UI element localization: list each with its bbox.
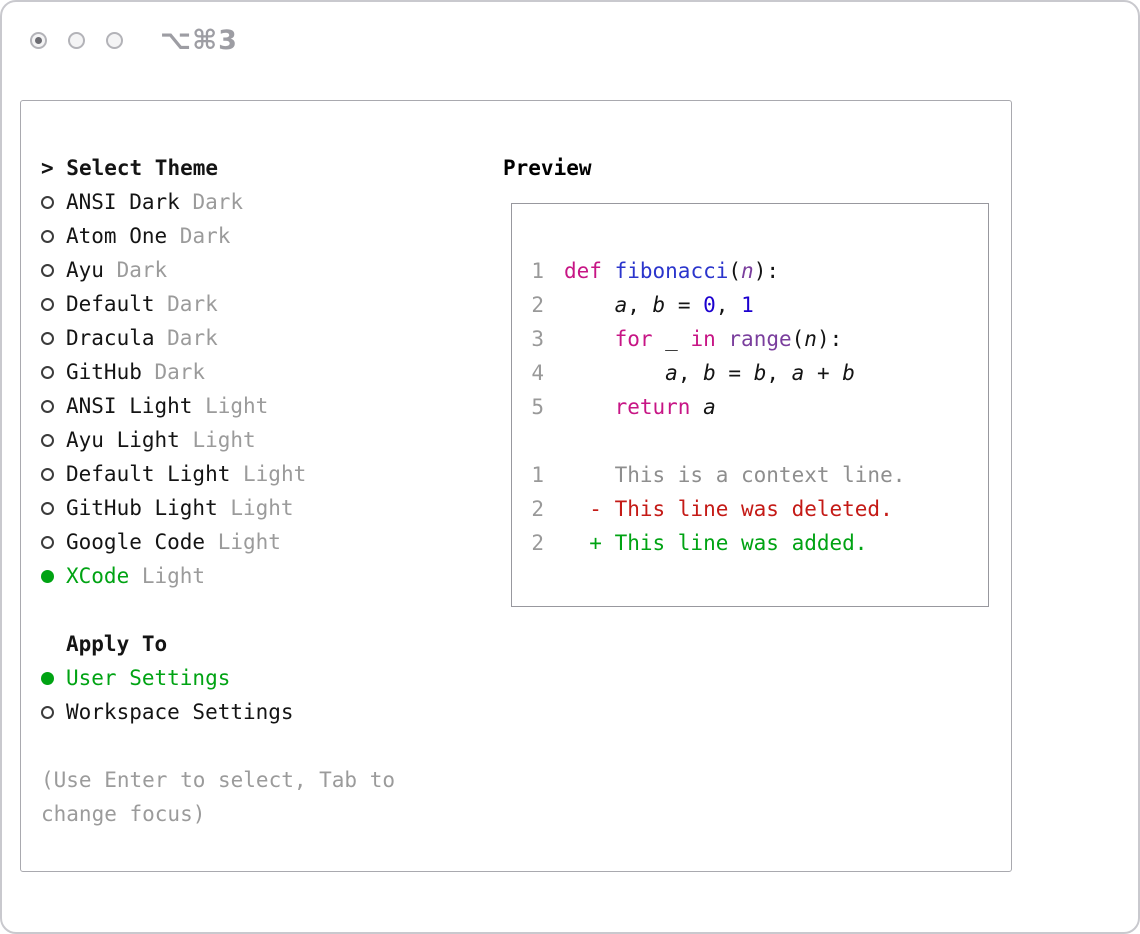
titlebar: ⌥⌘3 (30, 25, 238, 56)
code-content: def fibonacci(n): (564, 259, 779, 283)
code-line: 2 + This line was added. (530, 526, 988, 560)
theme-option-default-light[interactable]: Default Light Light (41, 457, 486, 491)
theme-variant: Dark (154, 326, 218, 350)
theme-variant: Light (129, 564, 206, 588)
theme-option-ansi-dark[interactable]: ANSI Dark Dark (41, 185, 486, 219)
apply-option-label: Workspace Settings (66, 700, 294, 724)
radio-icon (41, 229, 54, 243)
theme-option-github[interactable]: GitHub Dark (41, 355, 486, 389)
code-line: 1 def fibonacci(n): (530, 254, 988, 288)
line-number: 1 (531, 463, 544, 487)
line-number: 2 (531, 293, 544, 317)
line-number (530, 424, 544, 458)
theme-variant: Light (230, 462, 307, 486)
theme-option-ansi-light[interactable]: ANSI Light Light (41, 389, 486, 423)
theme-name: XCode (66, 564, 130, 588)
theme-name: ANSI Light (66, 394, 193, 418)
apply-to-title: Apply To (66, 632, 168, 656)
window-control-icon[interactable] (106, 31, 123, 49)
theme-name: Ayu Light (66, 428, 180, 452)
theme-variant: Dark (154, 292, 218, 316)
theme-option-ayu-light[interactable]: Ayu Light Light (41, 423, 486, 457)
code-content: return a (614, 395, 716, 419)
theme-variant: Dark (141, 360, 206, 384)
window-control-active-icon[interactable] (30, 31, 47, 49)
apply-option-workspace-settings[interactable]: Workspace Settings (41, 695, 486, 729)
code-content: for _ in range(n): (614, 327, 843, 351)
code-line: 3 for _ in range(n): (530, 322, 988, 356)
line-number: 4 (531, 361, 544, 385)
theme-variant: Light (179, 428, 256, 452)
theme-option-google-code[interactable]: Google Code Light (41, 525, 486, 559)
radio-icon (41, 467, 54, 481)
apply-option-user-settings[interactable]: User Settings (41, 661, 486, 695)
radio-icon (41, 705, 54, 719)
code-line: 5 return a (530, 390, 988, 424)
code-line: 2 a, b = 0, 1 (530, 288, 988, 322)
line-number: 2 (531, 497, 544, 521)
code-content: a, b = b, a + b (665, 361, 855, 385)
radio-icon (41, 297, 54, 311)
radio-icon (41, 399, 54, 413)
theme-option-atom-one[interactable]: Atom One Dark (41, 219, 486, 253)
theme-variant: Light (217, 496, 294, 520)
radio-icon (41, 501, 54, 515)
theme-name: Google Code (66, 530, 206, 554)
select-theme-title: > Select Theme (41, 151, 486, 185)
code-content: This is a context line. (564, 463, 906, 487)
theme-name: Default Light (66, 462, 231, 486)
theme-name: GitHub (66, 360, 142, 384)
theme-option-dracula[interactable]: Dracula Dark (41, 321, 486, 355)
code-line (530, 424, 988, 458)
radio-icon (41, 535, 54, 549)
line-number: 1 (531, 259, 544, 283)
radio-selected-icon (41, 569, 54, 583)
code-line: 1 This is a context line. (530, 458, 988, 492)
line-number: 5 (531, 395, 544, 419)
theme-name: Default (66, 292, 155, 316)
theme-name: GitHub Light (66, 496, 218, 520)
code-line: 2 - This line was deleted. (530, 492, 988, 526)
theme-variant: Dark (179, 190, 244, 214)
preview-title: Preview (503, 156, 592, 180)
prompt-caret: > (41, 156, 67, 180)
select-theme-title-text: Select Theme (66, 156, 219, 180)
line-number: 2 (531, 531, 544, 555)
theme-variant: Dark (167, 224, 231, 248)
radio-icon (41, 263, 54, 277)
theme-variant: Dark (103, 258, 168, 282)
keyboard-shortcut-label: ⌥⌘3 (160, 24, 238, 56)
theme-name: Atom One (66, 224, 168, 248)
apply-option-label: User Settings (66, 666, 231, 690)
radio-icon (41, 331, 54, 345)
theme-name: ANSI Dark (66, 190, 180, 214)
radio-icon (41, 365, 54, 379)
hint-text: (Use Enter to select, Tab to change focu… (41, 768, 396, 826)
theme-name: Ayu (66, 258, 104, 282)
theme-option-default[interactable]: Default Dark (41, 287, 486, 321)
theme-variant: Light (205, 530, 281, 554)
theme-option-github-light[interactable]: GitHub Light Light (41, 491, 486, 525)
radio-icon (41, 433, 54, 447)
theme-option-ayu[interactable]: Ayu Dark (41, 253, 486, 287)
theme-variant: Light (192, 394, 269, 418)
code-content: - This line was deleted. (564, 497, 893, 521)
code-content: a, b = 0, 1 (614, 293, 754, 317)
radio-icon (41, 195, 54, 209)
theme-name: Dracula (66, 326, 155, 350)
theme-option-xcode[interactable]: XCode Light (41, 559, 486, 593)
code-line: 4 a, b = b, a + b (530, 356, 988, 390)
radio-selected-icon (41, 671, 54, 685)
code-content: + This line was added. (564, 531, 868, 555)
window-control-icon[interactable] (68, 31, 85, 49)
line-number: 3 (531, 327, 544, 351)
